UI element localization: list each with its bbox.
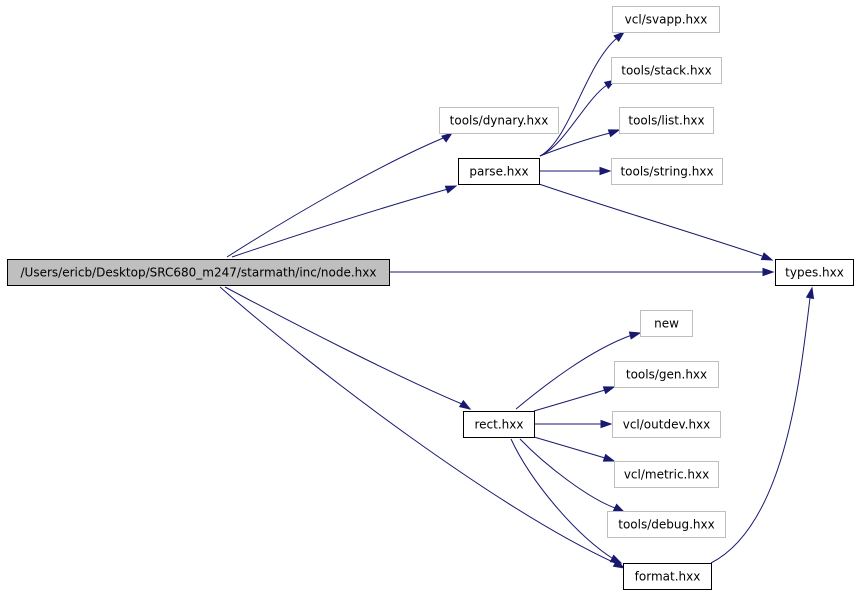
node-label: tools/debug.hxx [618, 518, 714, 532]
edge-arrowhead [628, 331, 642, 340]
node-label: types.hxx [785, 266, 844, 280]
node-tools_string[interactable]: tools/string.hxx [611, 158, 723, 185]
nodes-layer: /Users/ericb/Desktop/SRC680_m247/starmat… [7, 6, 854, 590]
node-label: tools/stack.hxx [621, 64, 712, 78]
edge-rect_hxx-to-new [515, 331, 642, 410]
edge-arrowhead [609, 554, 623, 564]
node-tools_dynary[interactable]: tools/dynary.hxx [439, 107, 559, 134]
edge-line [539, 84, 608, 157]
node-label: vcl/svapp.hxx [625, 13, 708, 27]
edge-arrowhead [760, 252, 774, 261]
edge-format_hxx-to-types_hxx [710, 286, 815, 564]
edge-line [539, 37, 618, 157]
edge-rect_hxx-to-format_hxx [510, 438, 623, 564]
edge-arrowhead [805, 286, 815, 300]
edge-parse_hxx-to-tools_string [539, 166, 612, 176]
node-vcl_svapp[interactable]: vcl/svapp.hxx [612, 6, 720, 33]
node-box [619, 107, 714, 134]
node-types_hxx[interactable]: types.hxx [775, 259, 854, 286]
node-box [775, 259, 854, 286]
edge-node_hxx-to-rect_hxx [224, 286, 472, 410]
node-tools_debug[interactable]: tools/debug.hxx [607, 511, 726, 538]
edge-arrowhead [444, 185, 458, 194]
node-box [612, 6, 720, 33]
node-tools_list[interactable]: tools/list.hxx [619, 107, 714, 134]
edge-node_hxx-to-format_hxx [219, 286, 626, 569]
node-label: /Users/ericb/Desktop/SRC680_m247/starmat… [21, 266, 377, 280]
edge-line [533, 436, 606, 459]
edge-line [519, 438, 619, 510]
edge-line [539, 132, 611, 157]
node-box [612, 411, 721, 438]
edge-arrowhead [458, 399, 472, 410]
node-node_hxx[interactable]: /Users/ericb/Desktop/SRC680_m247/starmat… [7, 259, 390, 286]
node-box [623, 563, 712, 590]
node-vcl_metric[interactable]: vcl/metric.hxx [614, 461, 719, 488]
node-parse_hxx[interactable]: parse.hxx [458, 158, 540, 185]
node-label: rect.hxx [475, 418, 524, 432]
edge-line [224, 286, 463, 405]
edge-line [710, 297, 811, 564]
edge-arrowhead [613, 31, 626, 43]
node-tools_gen[interactable]: tools/gen.hxx [614, 361, 719, 388]
node-label: tools/gen.hxx [626, 368, 707, 382]
node-box [439, 107, 559, 134]
node-label: format.hxx [635, 570, 701, 584]
edges-layer [219, 31, 815, 569]
node-vcl_outdev[interactable]: vcl/outdev.hxx [612, 411, 721, 438]
edge-node_hxx-to-tools_dynary [226, 132, 454, 258]
node-box [458, 158, 540, 185]
node-label: new [654, 317, 679, 331]
node-box [611, 158, 723, 185]
edge-line [533, 389, 606, 412]
node-label: tools/list.hxx [628, 114, 704, 128]
node-format_hxx[interactable]: format.hxx [623, 563, 712, 590]
edge-parse_hxx-to-vcl_svapp [539, 31, 626, 157]
node-box [7, 259, 390, 286]
edge-rect_hxx-to-tools_gen [533, 386, 616, 412]
node-box [611, 57, 722, 84]
node-label: vcl/outdev.hxx [623, 418, 711, 432]
edge-node_hxx-to-types_hxx [389, 267, 775, 277]
node-tools_stack[interactable]: tools/stack.hxx [611, 57, 722, 84]
edge-line [515, 334, 633, 410]
node-label: vcl/metric.hxx [624, 468, 709, 482]
edge-line [510, 438, 616, 561]
edge-line [219, 286, 616, 564]
edge-arrowhead [441, 132, 454, 143]
edge-line [231, 188, 449, 258]
node-box [614, 361, 719, 388]
edge-arrowhead [599, 166, 612, 176]
node-box [614, 461, 719, 488]
edge-rect_hxx-to-vcl_metric [533, 436, 616, 462]
edge-rect_hxx-to-vcl_outdev [534, 419, 613, 429]
node-rect_hxx[interactable]: rect.hxx [463, 411, 535, 438]
node-label: tools/dynary.hxx [450, 114, 549, 128]
edge-line [538, 183, 763, 257]
edge-parse_hxx-to-types_hxx [538, 183, 774, 261]
edge-line [226, 135, 449, 258]
node-new[interactable]: new [640, 310, 693, 337]
node-box [640, 310, 693, 337]
edge-node_hxx-to-parse_hxx [231, 185, 458, 258]
node-box [607, 511, 726, 538]
node-label: parse.hxx [469, 165, 528, 179]
node-box [463, 411, 535, 438]
node-label: tools/string.hxx [620, 165, 713, 179]
edge-parse_hxx-to-tools_list [539, 129, 621, 157]
edge-arrowhead [602, 453, 616, 462]
edge-arrowhead [602, 386, 616, 395]
edge-arrowhead [762, 267, 775, 277]
edge-arrowhead [607, 129, 621, 138]
edge-arrowhead [600, 419, 613, 429]
edge-rect_hxx-to-tools_debug [519, 438, 626, 513]
edge-arrowhead [612, 503, 626, 513]
